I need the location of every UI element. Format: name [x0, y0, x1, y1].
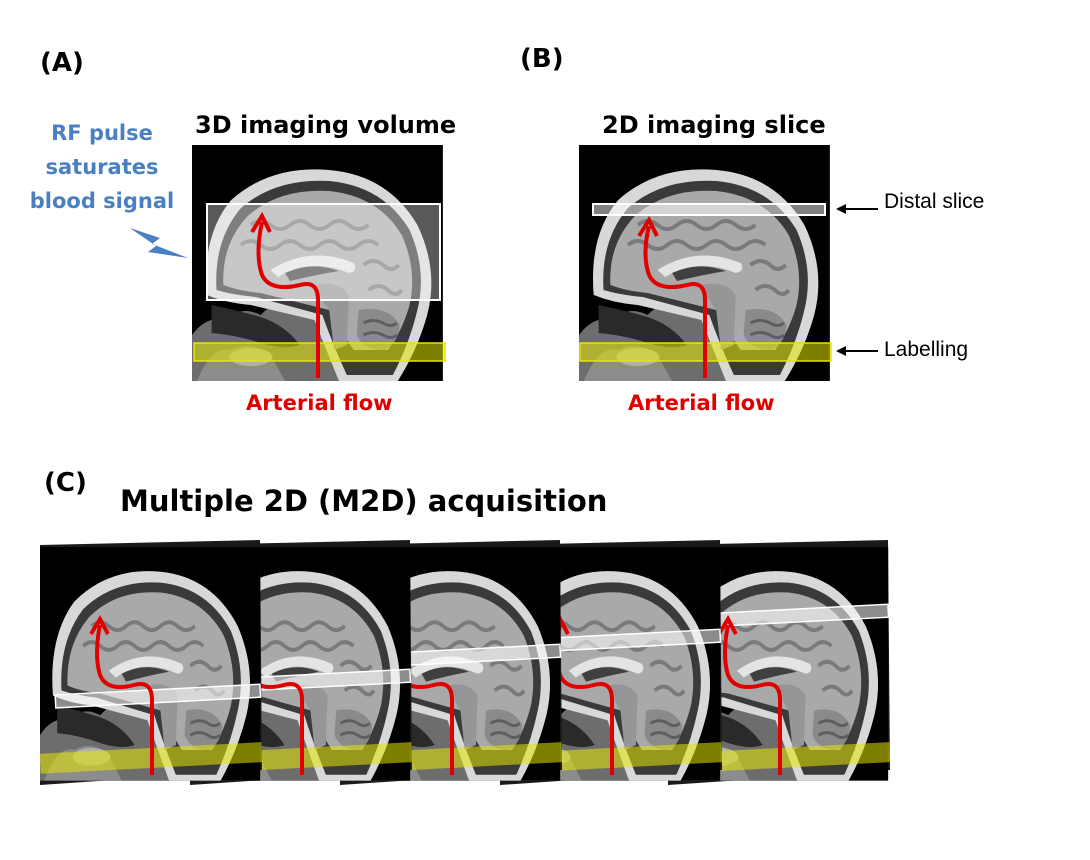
panel-b-title: 2D imaging slice: [602, 111, 826, 139]
lightning-icon: [130, 228, 188, 258]
m2d-frame-5: [666, 540, 891, 785]
m2d-frames: [38, 540, 891, 785]
rf-line-3: blood signal: [29, 189, 175, 213]
panel-a-image: [190, 143, 446, 383]
m2d-frame-1: [38, 540, 263, 785]
labelling-arrow: [836, 346, 878, 356]
rf-line-2: saturates: [45, 155, 159, 179]
labelling-label: Labelling: [884, 338, 969, 361]
panel-c-label: (C): [44, 468, 87, 498]
panel-b-image: [577, 143, 832, 383]
panel-c-title: Multiple 2D (M2D) acquisition: [120, 484, 608, 518]
panel-b-label: (B): [520, 44, 564, 74]
panel-b-flow-label: Arterial flow: [628, 391, 775, 415]
panel-a-flow-label: Arterial flow: [246, 391, 393, 415]
panel-a-title: 3D imaging volume: [195, 111, 457, 139]
distal-arrow: [836, 204, 878, 214]
panel-a-label: (A): [40, 48, 84, 78]
rf-pulse-text: RF pulse saturates blood signal: [22, 116, 182, 218]
distal-slice-label: Distal slice: [884, 190, 985, 213]
rf-line-1: RF pulse: [51, 121, 153, 145]
